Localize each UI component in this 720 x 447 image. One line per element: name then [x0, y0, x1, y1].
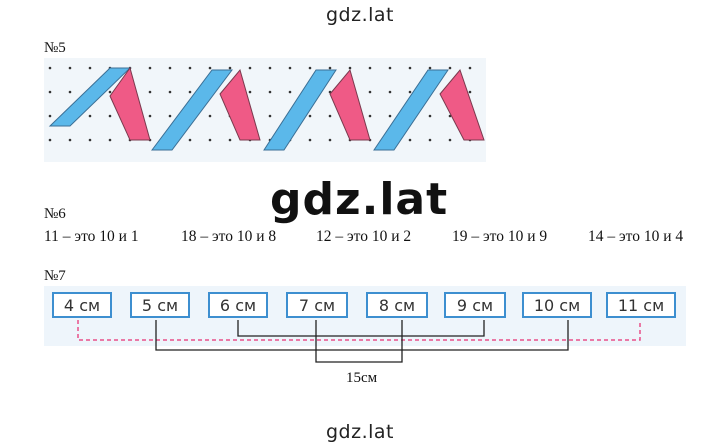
- grid-dot: [288, 90, 292, 94]
- grid-dot: [48, 90, 52, 94]
- grid-dot: [248, 66, 252, 70]
- grid-dot: [68, 138, 72, 142]
- grid-dot: [168, 66, 172, 70]
- segment-8cm: 8 см: [366, 292, 428, 318]
- grid-dot: [408, 90, 412, 94]
- grid-dot: [448, 66, 452, 70]
- grid-dot: [188, 66, 192, 70]
- sum-label: 15см: [346, 370, 378, 386]
- task5-pattern: [44, 58, 486, 162]
- segment-6cm: 6 см: [208, 292, 268, 318]
- blue-shape-4: [373, 69, 449, 151]
- grid-dot: [468, 90, 472, 94]
- grid-dot: [228, 66, 232, 70]
- grid-dot: [48, 114, 52, 118]
- grid-dot: [48, 138, 52, 142]
- grid-dot: [308, 138, 312, 142]
- grid-dot: [268, 66, 272, 70]
- grid-dot: [408, 138, 412, 142]
- task6-equations: 11 – это 10 и 1 18 – это 10 и 8 12 – это…: [44, 228, 720, 248]
- equation-1: 11 – это 10 и 1: [44, 228, 139, 245]
- equation-3: 12 – это 10 и 2: [316, 228, 412, 245]
- grid-dot: [148, 114, 152, 118]
- grid-dot: [148, 66, 152, 70]
- grid-dot: [208, 114, 212, 118]
- grid-dot: [288, 66, 292, 70]
- grid-dot: [328, 114, 332, 118]
- segment-4cm: 4 см: [52, 292, 112, 318]
- grid-dot: [428, 66, 432, 70]
- grid-dot: [248, 90, 252, 94]
- grid-dot: [448, 138, 452, 142]
- pink-shape-2: [219, 68, 261, 141]
- grid-dot: [328, 66, 332, 70]
- grid-dot: [208, 66, 212, 70]
- grid-dot: [388, 90, 392, 94]
- pink-shape-4: [439, 68, 485, 141]
- grid-dot: [168, 90, 172, 94]
- grid-dot: [348, 66, 352, 70]
- grid-dot: [388, 114, 392, 118]
- grid-dot: [268, 114, 272, 118]
- segment-5cm: 5 см: [130, 292, 190, 318]
- grid-dot: [428, 114, 432, 118]
- grid-dot: [368, 90, 372, 94]
- grid-dot: [88, 138, 92, 142]
- grid-dot: [428, 138, 432, 142]
- grid-dot: [308, 66, 312, 70]
- segment-10cm: 10 см: [522, 292, 592, 318]
- pink-shape-1: [109, 66, 151, 141]
- watermark-bottom: gdz.lat: [325, 421, 394, 443]
- watermark-top: gdz.lat: [325, 4, 394, 26]
- bracket-5-10: [155, 320, 569, 351]
- grid-dot: [388, 66, 392, 70]
- blue-shape-2: [151, 69, 233, 151]
- blue-shape-3: [263, 69, 337, 151]
- grid-dot: [268, 90, 272, 94]
- grid-dot: [48, 66, 52, 70]
- grid-dot: [208, 138, 212, 142]
- task7-brackets: [77, 320, 641, 363]
- grid-dot: [368, 114, 372, 118]
- grid-dot: [88, 66, 92, 70]
- equation-2: 18 – это 10 и 8: [181, 228, 277, 245]
- grid-dot: [188, 90, 192, 94]
- equation-4: 19 – это 10 и 9: [452, 228, 548, 245]
- pink-shape-3: [329, 68, 371, 141]
- segment-11cm: 11 см: [606, 292, 676, 318]
- grid-dot: [188, 138, 192, 142]
- bracket-7-8: [315, 320, 403, 363]
- grid-dot: [308, 114, 312, 118]
- segment-9cm: 9 см: [444, 292, 506, 318]
- grid-dot: [328, 138, 332, 142]
- grid-dot: [108, 138, 112, 142]
- grid-dot: [228, 138, 232, 142]
- bracket-4-11: [77, 320, 641, 341]
- task7-label: №7: [44, 268, 66, 284]
- grid-dot: [168, 114, 172, 118]
- grid-dot: [108, 114, 112, 118]
- equation-5: 14 – это 10 и 4: [588, 228, 684, 245]
- grid-dot: [88, 114, 92, 118]
- watermark-middle: gdz.lat: [270, 174, 449, 225]
- task6-label: №6: [44, 206, 66, 222]
- segment-7cm: 7 см: [286, 292, 348, 318]
- grid-dot: [108, 90, 112, 94]
- grid-dot: [408, 66, 412, 70]
- task5-label: №5: [44, 40, 66, 56]
- grid-dot: [68, 66, 72, 70]
- grid-dot: [368, 66, 372, 70]
- grid-dot: [148, 90, 152, 94]
- bracket-6-9: [237, 320, 485, 337]
- grid-dot: [68, 90, 72, 94]
- grid-dot: [468, 66, 472, 70]
